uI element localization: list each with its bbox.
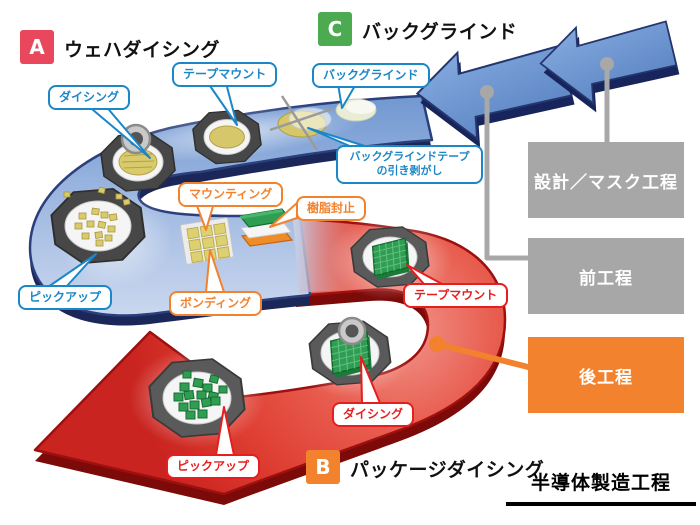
badge-b-letter: B <box>315 455 331 479</box>
badge-b: B <box>306 450 340 484</box>
label-backgrind-tape-peel-line2: の引き剥がし <box>376 164 443 178</box>
label-tape-mount-blue: テープマウント <box>172 62 278 87</box>
label-pickup-blue: ピックアップ <box>18 285 113 310</box>
section-title-wafer-dicing: ウェハダイシング <box>64 39 221 61</box>
station-backgrind-wafer <box>335 98 377 122</box>
input-arrow-1 <box>415 44 575 148</box>
label-backgrind-tape-peel: バックグラインドテープ の引き剥がし <box>336 145 483 184</box>
station-tapemount-red <box>350 226 430 288</box>
flow-box-front-end: 前工程 <box>528 238 684 314</box>
station-dicing-red <box>308 316 392 386</box>
label-mounting: マウンティング <box>178 182 284 207</box>
bubble-tails <box>47 82 443 456</box>
label-resin-seal: 樹脂封止 <box>296 196 367 221</box>
station-tapemount-blue <box>192 109 262 165</box>
flow-box-design-mask: 設計／マスク工程 <box>528 142 684 218</box>
label-dicing-red: ダイシング <box>332 402 415 427</box>
flow-box-back-end: 後工程 <box>528 337 684 413</box>
badge-c: C <box>318 12 352 46</box>
badge-a: A <box>20 30 54 64</box>
connector-dot-back-end <box>429 336 445 352</box>
label-tape-mount-red: テープマウント <box>403 283 509 308</box>
section-title-package-dicing: パッケージダイシング <box>350 459 545 481</box>
diagram-title: 半導体製造工程 <box>506 468 696 506</box>
label-backgrind: バックグラインド <box>312 63 430 88</box>
label-backgrind-tape-peel-line1: バックグラインドテープ <box>349 150 470 163</box>
connector-dot-front-end <box>480 85 494 99</box>
badge-c-letter: C <box>327 17 343 41</box>
connector-dot-design-mask <box>600 57 614 71</box>
dicing-wheel-icon <box>337 316 367 346</box>
station-pickup-red <box>148 358 246 438</box>
badge-a-letter: A <box>29 35 45 59</box>
label-bonding: ボンディング <box>169 291 263 316</box>
station-resin-seal-stack <box>238 208 294 247</box>
connector-front-end <box>484 92 530 261</box>
label-pickup-red: ピックアップ <box>166 454 261 479</box>
section-title-backgrind: バックグラインド <box>362 21 518 43</box>
label-dicing-blue: ダイシング <box>48 85 131 110</box>
station-mounting-tray <box>179 217 235 265</box>
connector-back-end <box>436 341 533 371</box>
station-pickup-blue <box>50 186 146 264</box>
